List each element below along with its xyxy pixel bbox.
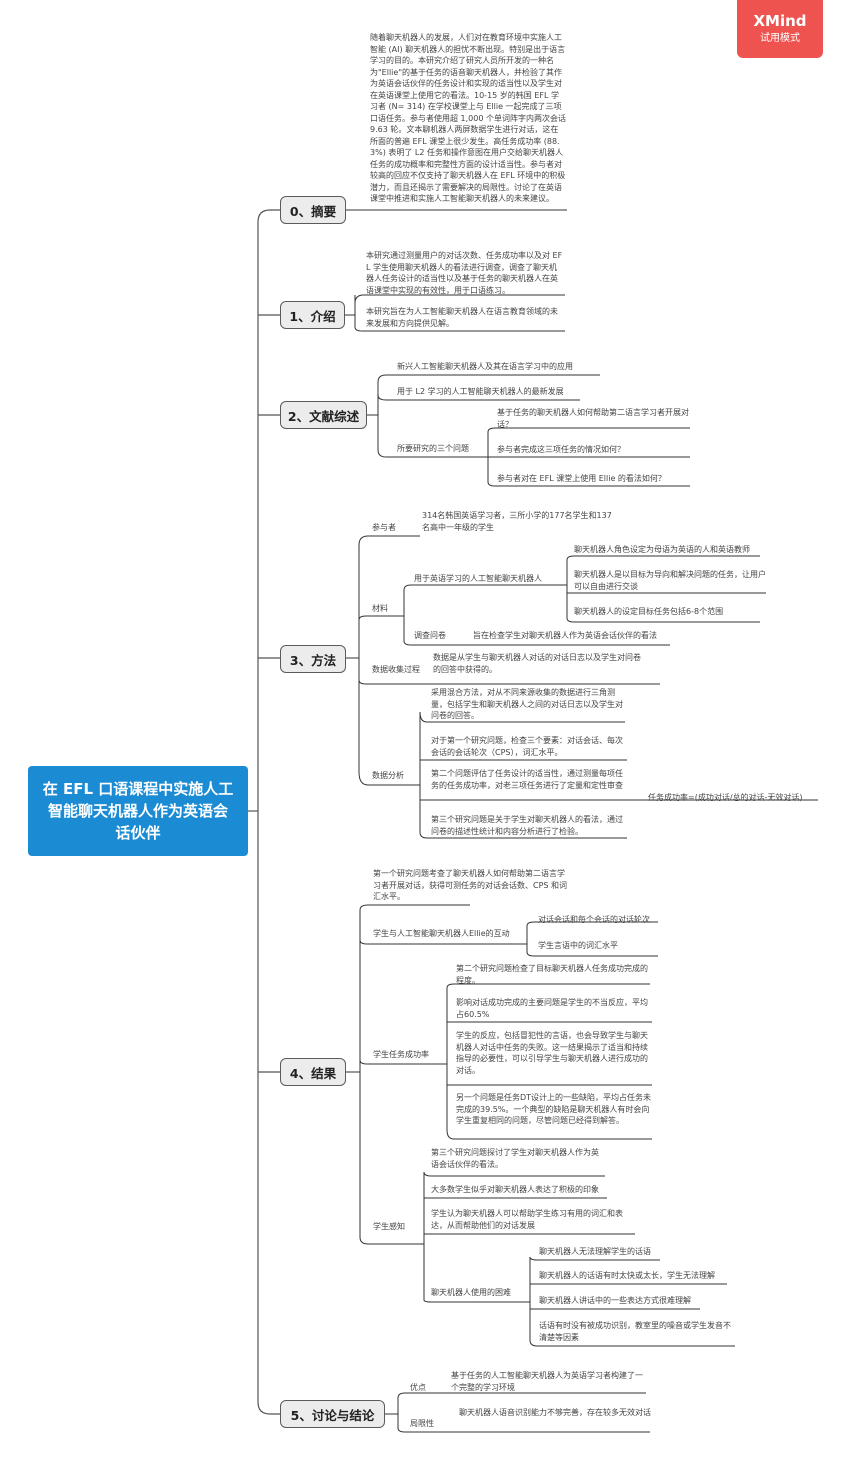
connector-res-perc (420, 1171, 635, 1303)
connector-spine (257, 209, 280, 1415)
topic-label: 0、摘要 (289, 203, 337, 219)
results-perception-label: 学生感知 (373, 1222, 405, 1231)
disc-pro-text: 基于任务的人工智能聊天机器人为英语学习者构建了一个完整的学习环境 (451, 1371, 643, 1392)
results-intro: 第一个研究问题考查了聊天机器人如何帮助第二语言学习者开展对话，获得可测任务的对话… (373, 869, 568, 901)
topic-label: 3、方法 (289, 652, 337, 668)
connector-results (345, 904, 527, 1245)
topic-method[interactable]: 3、方法 (280, 645, 346, 673)
lit-item-1: 新兴人工智能聊天机器人及其在语言学习中的应用 (397, 362, 573, 371)
method-analysis-item-1: 对于第一个研究问题，检查三个要素：对话会话、每次会话的会话轮次（CPS），词汇水… (431, 736, 623, 757)
method-survey-label: 调查问卷 (414, 631, 446, 640)
topic-results[interactable]: 4、结果 (280, 1058, 346, 1086)
root-title: 在 EFL 口语课程中实施人工智能聊天机器人作为英语会话伙伴 (42, 780, 234, 842)
lit-item-2: 用于 L2 学习的人工智能聊天机器人的最新发展 (397, 387, 564, 396)
method-analysis-intro: 采用混合方法，对从不同来源收集的数据进行三角测量，包括学生和聊天机器人之间的对话… (431, 688, 623, 720)
method-analysis-label: 数据分析 (372, 771, 404, 780)
results-problems-item-3: 聊天机器人讲话中的一些表达方式很难理解 (539, 1296, 691, 1305)
topic-discussion[interactable]: 5、讨论与结论 (280, 1400, 385, 1428)
disc-con-label: 局限性 (410, 1419, 434, 1428)
method-analysis-item-3: 第三个研究问题是关于学生对聊天机器人的看法，通过问卷的描述性统计和内容分析进行了… (431, 815, 623, 836)
topic-label: 1、介绍 (289, 308, 336, 324)
intro-item-1: 本研究通过测量用户的对话次数、任务成功率以及对 EFL 学生使用聊天机器人的看法… (366, 251, 563, 295)
method-chatbot-item-3: 聊天机器人的设定目标任务包括6-8个范围 (574, 607, 724, 616)
topic-label: 5、讨论与结论 (290, 1407, 375, 1423)
method-formula: 任务成功率=(成功对话/总的对话-无效对话) (648, 793, 803, 802)
connector-res-succ (440, 983, 652, 1140)
method-analysis-item-2: 第二个问题评估了任务设计的适当性，通过测量每项任务的任务成功率，对老三项任务进行… (431, 769, 623, 790)
results-interaction-item-1: 对话会话和每个会话的对话轮次 (538, 915, 650, 924)
results-interaction-label: 学生与人工智能聊天机器人Ellie的互动 (373, 929, 510, 938)
results-problems-item-1: 聊天机器人无法理解学生的话语 (539, 1247, 651, 1256)
method-chatbot-label: 用于英语学习的人工智能聊天机器人 (414, 574, 542, 583)
abstract-text: 随着聊天机器人的发展，人们对在教育环境中实施人工智能 (AI) 聊天机器人的担忧… (370, 33, 566, 203)
connector-res-inter (526, 921, 658, 957)
topic-literature[interactable]: 2、文献综述 (280, 401, 367, 429)
topic-abstract[interactable]: 0、摘要 (280, 196, 346, 224)
results-perception-item-1: 第三个研究问题探讨了学生对聊天机器人作为英语会话伙伴的看法。 (431, 1148, 599, 1169)
results-problems-label: 聊天机器人使用的困难 (431, 1288, 511, 1297)
disc-pro-label: 优点 (410, 1383, 426, 1392)
topic-intro[interactable]: 1、介绍 (280, 301, 345, 329)
method-materials-label: 材料 (372, 604, 388, 613)
topic-label: 2、文献综述 (287, 408, 360, 424)
connector-method (345, 535, 660, 786)
method-chatbot-item-1: 聊天机器人角色设定为母语为英语的人和英语教师 (574, 545, 750, 554)
connector-lit (366, 374, 600, 458)
connector-res-prob (525, 1256, 735, 1347)
topic-label: 4、结果 (289, 1065, 337, 1081)
results-success-item-3: 学生的反应，包括冒犯性的言语，也会导致学生与聊天机器人对话中任务的失败。这一结果… (456, 1031, 648, 1075)
connector-method-chatbot (560, 555, 766, 623)
lit-questions-label: 所要研究的三个问题 (397, 444, 469, 453)
results-interaction-item-2: 学生言语中的词汇水平 (538, 941, 618, 950)
connector-method-mat (400, 584, 670, 646)
disc-con-text: 聊天机器人语音识别能力不够完善，存在较多无效对话 (459, 1408, 651, 1417)
results-perception-item-3: 学生认为聊天机器人可以帮助学生练习有用的词汇和表达，从而帮助他们的对话发展 (431, 1209, 623, 1230)
trial-badge[interactable]: XMind 试用模式 (737, 0, 823, 58)
results-success-item-2: 影响对话成功完成的主要问题是学生的不当反应，平均占60.5% (456, 998, 648, 1019)
lit-question-3: 参与者对在 EFL 课堂上使用 Ellie 的看法如何？ (497, 474, 666, 483)
results-problems-item-2: 聊天机器人的话语有时太快或太长，学生无法理解 (539, 1271, 715, 1280)
method-survey-text: 旨在检查学生对聊天机器人作为英语会话伙伴的看法 (473, 631, 657, 640)
badge-mode: 试用模式 (760, 33, 800, 44)
method-participants-text: 314名韩国英语学习者，三所小学的177名学生和137名高中一年级的学生 (422, 511, 612, 532)
intro-item-2: 本研究旨在为人工智能聊天机器人在语言教育领域的未来发展和方向提供见解。 (366, 307, 558, 328)
method-collection-text: 数据是从学生与聊天机器人对话的对话日志以及学生对问卷的回答中获得的。 (433, 653, 641, 674)
results-problems-item-4: 话语有时没有被成功识别，教室里的噪音或学生发音不清楚等因素 (539, 1321, 731, 1342)
results-success-item-4: 另一个问题是任务DT设计上的一些缺陷，平均占任务未完成的39.5%。一个典型的缺… (456, 1093, 652, 1125)
method-participants-label: 参与者 (372, 523, 396, 532)
lit-question-1: 基于任务的聊天机器人如何帮助第二语言学习者开展对话？ (497, 408, 689, 429)
method-collection-label: 数据收集过程 (372, 665, 420, 674)
results-perception-item-2: 大多数学生似乎对聊天机器人表达了积极的印象 (431, 1185, 599, 1194)
results-success-item-1: 第二个研究问题检查了目标聊天机器人任务成功完成的程度。 (456, 964, 648, 985)
badge-brand: XMind (753, 12, 807, 30)
root-topic[interactable]: 在 EFL 口语课程中实施人工智能聊天机器人作为英语会话伙伴 (28, 766, 248, 856)
method-chatbot-item-2: 聊天机器人是以目标为导向和解决问题的任务，让用户可以自由进行交谈 (574, 570, 766, 591)
connector-method-analysis (410, 711, 818, 839)
connector-disc (384, 1392, 650, 1433)
connector-intro (344, 294, 565, 332)
results-success-label: 学生任务成功率 (373, 1050, 429, 1059)
lit-question-2: 参与者完成这三项任务的情况如何？ (497, 445, 625, 454)
connector-lit-q (478, 427, 690, 487)
